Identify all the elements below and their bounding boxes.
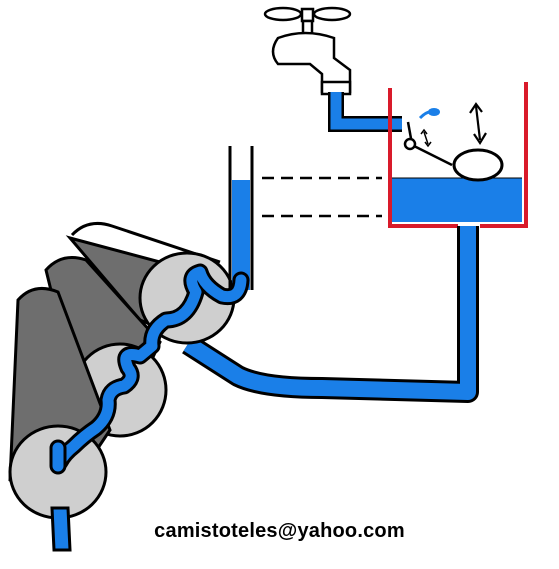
float-ball-icon bbox=[452, 148, 504, 182]
float-valve-icon bbox=[403, 108, 453, 167]
riser-pipe bbox=[228, 146, 254, 290]
faucet-icon bbox=[263, 6, 352, 96]
level-indicator-lines bbox=[262, 176, 382, 218]
double-arrow-icon bbox=[469, 102, 487, 146]
serpentine-pipe bbox=[49, 263, 250, 475]
water-tank bbox=[388, 82, 528, 228]
author-email-caption: camistoteles@yahoo.com bbox=[154, 520, 405, 542]
tank-water bbox=[392, 178, 522, 222]
tank-wall bbox=[388, 82, 528, 228]
return-pipe bbox=[182, 226, 479, 403]
faucet-water-pipe bbox=[328, 92, 402, 132]
outlet-drain bbox=[50, 506, 72, 552]
